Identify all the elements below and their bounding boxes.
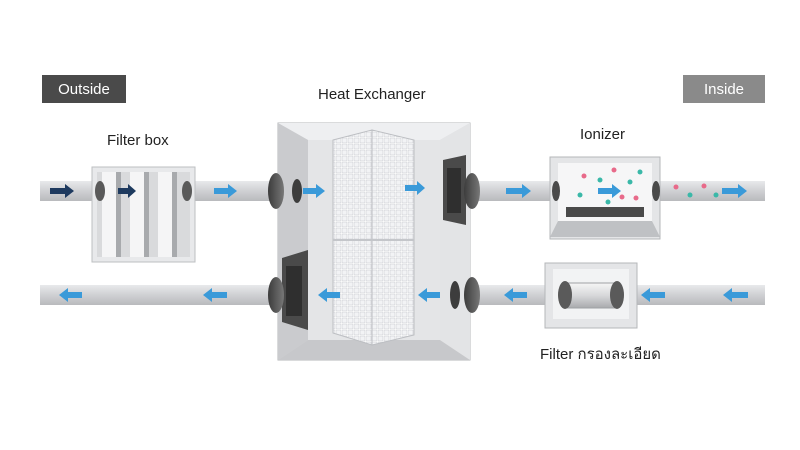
arrow-ionizer-inner	[598, 184, 621, 198]
exchanger-core-right	[371, 129, 415, 346]
arrow-return-to-exchanger	[504, 288, 527, 302]
arrow-to-ionizer	[506, 184, 531, 198]
arrow-exchanger-return	[418, 288, 440, 302]
duct-return-in	[635, 285, 765, 305]
arrow-supply-out	[722, 184, 747, 198]
arrow-return-in	[723, 288, 748, 302]
outside-label: Outside	[58, 80, 110, 98]
arrow-exchanger-mid	[405, 181, 425, 195]
heat-exchanger-label: Heat Exchanger	[318, 86, 426, 103]
ionizer	[549, 156, 719, 240]
arrow-to-exchanger	[214, 184, 237, 198]
duct-supply-out	[660, 181, 765, 201]
heat-exchanger	[268, 122, 480, 361]
duct-exhaust-out	[40, 285, 280, 305]
arrow-exhaust-mid	[203, 288, 227, 302]
filter-box-label: Filter box	[107, 132, 169, 149]
airflow-arrows	[50, 181, 748, 302]
arrow-return-filter-in	[641, 288, 665, 302]
arrow-exchanger-exhaust	[318, 288, 340, 302]
arrow-fresh-in	[50, 184, 74, 198]
arrow-exhaust-out	[59, 288, 82, 302]
outside-tag: Outside	[42, 75, 126, 103]
fine-filter-label: Filter กรองละเอียด	[540, 346, 661, 363]
exchanger-core-left	[332, 129, 373, 346]
filter-box	[91, 166, 196, 263]
arrow-exchanger-in	[303, 184, 325, 198]
ion-particles	[577, 167, 719, 205]
arrow-filter-inner	[118, 184, 136, 198]
fine-filter	[544, 262, 638, 329]
inside-tag: Inside	[683, 75, 765, 103]
ionizer-label: Ionizer	[580, 126, 626, 143]
inside-label: Inside	[703, 80, 745, 98]
